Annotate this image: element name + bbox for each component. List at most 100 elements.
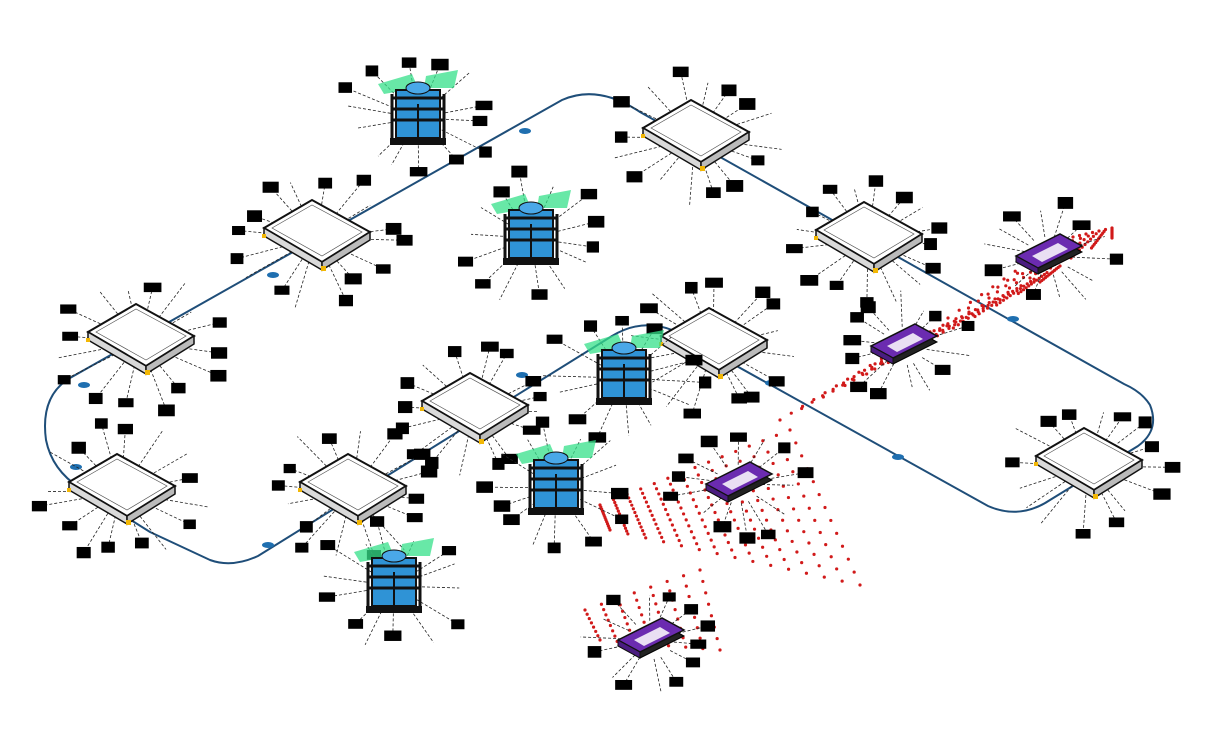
callout-leader	[402, 417, 446, 429]
callout-label-icon	[88, 392, 103, 405]
callout-label-icon	[685, 281, 698, 294]
scanner-robot-icon	[869, 323, 939, 365]
scan-dot	[1015, 286, 1019, 291]
scan-dot	[709, 614, 714, 618]
callout-label-icon	[829, 280, 844, 290]
callout-label-icon	[493, 186, 510, 198]
scan-dot	[769, 563, 773, 567]
scan-dot	[671, 488, 675, 492]
callout-label-icon	[76, 546, 91, 559]
callout-label-icon	[348, 619, 364, 629]
scan-dot	[822, 575, 826, 579]
scan-dot	[998, 298, 1002, 302]
callout-leader	[1052, 274, 1061, 299]
shelf-lifter-icon	[491, 190, 571, 265]
callout-leader	[653, 658, 662, 692]
callout-label-icon	[588, 432, 607, 443]
lifter-head	[405, 81, 431, 95]
scan-dot	[765, 554, 769, 558]
callout-label-icon	[615, 315, 629, 326]
callout-label-icon	[158, 404, 175, 417]
agv-connector	[641, 134, 645, 138]
scan-dot	[720, 455, 724, 459]
callout-label-icon	[806, 206, 819, 218]
callout-label-icon	[384, 630, 402, 641]
callout-leader	[553, 510, 556, 548]
scan-dot	[668, 482, 673, 486]
scan-dot	[1001, 298, 1006, 302]
scan-dot	[608, 623, 613, 628]
agv-top	[86, 302, 196, 368]
agv-connector	[86, 338, 90, 342]
callout-label-icon	[525, 375, 542, 387]
scan-dot	[687, 524, 691, 528]
callout-leader	[1019, 474, 1061, 489]
callout-label-icon	[585, 536, 602, 547]
scan-dot	[679, 506, 683, 510]
callout-label-icon	[868, 175, 884, 187]
scan-dot	[688, 491, 692, 495]
scan-dot	[666, 644, 671, 648]
scan-dot	[668, 518, 672, 522]
scan-dot	[733, 555, 737, 560]
scan-dot	[857, 370, 861, 374]
scan-dot	[795, 550, 799, 554]
callout-leader	[580, 636, 627, 640]
scan-dot	[632, 591, 636, 595]
scan-dot	[817, 564, 821, 568]
callout-label-icon	[700, 620, 716, 632]
scan-dot	[1094, 232, 1098, 236]
callout-label-icon	[615, 514, 629, 525]
callout-leader	[877, 363, 895, 394]
callout-label-icon	[344, 273, 362, 285]
callout-label-icon	[62, 521, 78, 531]
scan-dot	[840, 579, 844, 583]
scan-dot	[811, 480, 815, 484]
scan-dot	[1018, 286, 1023, 291]
scan-dot	[789, 411, 793, 415]
scan-dot	[648, 509, 652, 513]
scan-dot	[715, 551, 719, 556]
scan-dot	[626, 532, 630, 536]
lifter-base	[528, 508, 584, 515]
scanner-robot-icon	[616, 617, 686, 659]
callout-label-icon	[606, 594, 621, 606]
scan-dot	[585, 612, 589, 616]
callout-label-icon	[568, 414, 587, 425]
scan-dot	[620, 609, 625, 613]
callout-label-icon	[700, 435, 718, 448]
callout-label-icon	[117, 423, 133, 435]
scan-dot	[706, 602, 711, 606]
callout-leader	[245, 251, 292, 278]
callout-label-icon	[800, 274, 819, 286]
callout-leader	[1014, 270, 1033, 287]
callout-label-icon	[1113, 412, 1132, 422]
scan-dot	[1002, 277, 1006, 281]
scan-dot	[716, 518, 720, 522]
callout-label-icon	[850, 381, 868, 393]
scan-dot	[599, 602, 604, 606]
callout-label-icon	[705, 277, 723, 288]
callout-leader	[558, 383, 598, 393]
track-marker-icon	[892, 454, 904, 460]
callout-leader	[136, 512, 167, 550]
callout-label-icon	[420, 465, 438, 478]
scan-dot	[1024, 286, 1028, 290]
callout-label-icon	[479, 146, 492, 158]
callout-leader	[236, 245, 288, 259]
scan-dot	[709, 538, 713, 542]
callout-leader	[327, 544, 373, 573]
scan-dot	[1090, 230, 1095, 235]
scan-dot	[1097, 229, 1101, 233]
scan-dot	[981, 309, 985, 313]
scan-dot	[1091, 234, 1095, 238]
callout-label-icon	[338, 294, 353, 307]
scan-dot	[1021, 272, 1025, 276]
track-marker-icon	[1007, 316, 1019, 322]
scan-dot	[807, 541, 811, 545]
scan-dot	[852, 375, 856, 379]
callout-leader	[155, 281, 187, 322]
scan-dot	[990, 303, 994, 307]
callout-label-icon	[62, 331, 79, 341]
callout-label-icon	[211, 347, 228, 359]
